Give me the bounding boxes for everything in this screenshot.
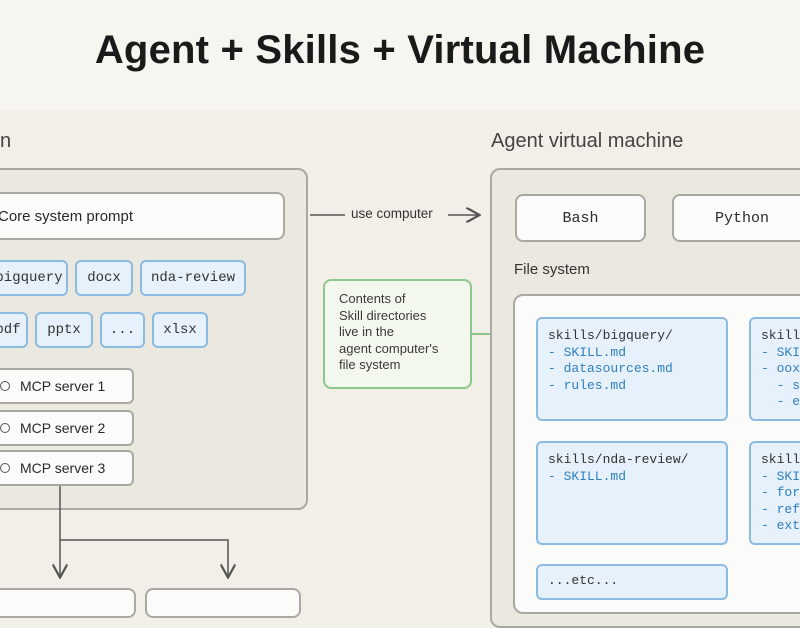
skill-location-note: Contents of Skill directories live in th… [323,279,472,389]
skill-tag-nda-review: nda-review [140,260,246,296]
page-title: Agent + Skills + Virtual Machine [94,28,706,72]
skill-tag-pdf: pdf [0,312,28,348]
skill-tag-docx: docx [75,260,133,296]
down-arrow-right [60,539,228,576]
title-band [0,0,800,110]
file-system-label: File system [514,261,590,278]
python-tool: Python [672,194,800,242]
skill-dir-nda-review: skills/nda-review/- SKILL.md [536,441,728,545]
system-prompt-box: Core system prompt [0,192,285,240]
server-icon [0,381,10,391]
mcp-server-2: MCP server 2 [0,410,134,446]
skill-tag-xlsx: xlsx [152,312,208,348]
use-computer-label: use computer [348,206,436,221]
server-icon [0,423,10,433]
right-heading: Agent virtual machine [491,130,684,152]
skill-tag-ellipsis: ... [100,312,145,348]
mcp-server-1: MCP server 1 [0,368,134,404]
bash-tool: Bash [515,194,646,242]
skill-dir-etc: ...etc... [536,564,728,600]
skill-tag-bigquery: bigquery [0,260,68,296]
mcp-server-3: MCP server 3 [0,450,134,486]
skill-dir-bigquery: skills/bigquery/- SKILL.md- datasources.… [536,317,728,421]
left-heading: n [0,130,12,152]
system-prompt-text: Core system prompt [0,207,134,225]
server-icon [0,463,10,473]
skill-dir-pdf-partial: skills/- SKILL.md- forms- refer- extr [749,441,800,545]
skill-tag-pptx: pptx [35,312,93,348]
skill-dir-docx-partial: skills/- SKILL.md- ooxml/ - s - e [749,317,800,421]
connector-lines [0,0,800,600]
